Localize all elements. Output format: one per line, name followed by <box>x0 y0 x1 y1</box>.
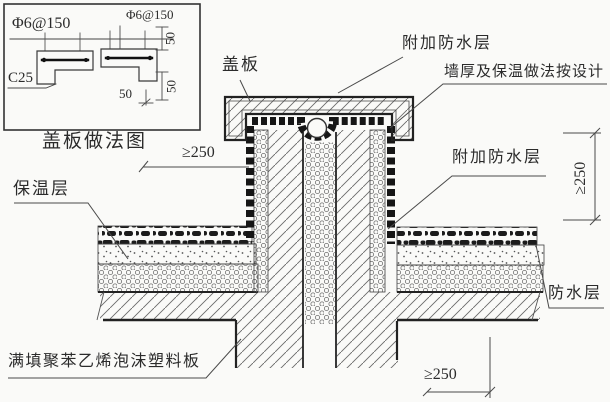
slab-left <box>100 292 303 320</box>
dim-left-text: ≥250 <box>182 144 215 161</box>
dim-bottom-text: ≥250 <box>424 366 457 383</box>
insulation-label: 保温层 <box>13 179 70 198</box>
slab-break-edge-left <box>96 291 105 321</box>
cover-section-right <box>100 48 158 82</box>
beam-right <box>337 320 398 368</box>
foam-fill-label: 满填聚苯乙烯泡沫塑料板 <box>8 353 201 370</box>
sealant-backer-rod <box>306 117 328 139</box>
inset-rebar-label-right: Φ6@150 <box>126 7 174 22</box>
joint-walls <box>234 130 399 368</box>
concrete-grade-label: C25 <box>8 70 34 86</box>
slab-right <box>337 292 540 320</box>
dim-right-vertical-text: ≥250 <box>571 161 589 195</box>
screed-layer-right <box>396 244 545 266</box>
leader-cover-plate <box>239 79 251 102</box>
inset-caption: 盖板做法图 <box>42 131 148 152</box>
wall-insulation <box>253 129 386 293</box>
joint-foam-fill <box>305 142 335 324</box>
parapet-wall-left <box>268 130 303 292</box>
added-waterproof-right-label: 附加防水层 <box>452 149 543 166</box>
dim-left-tick <box>138 160 149 173</box>
inset-leaders <box>7 25 121 89</box>
inset-dim-bottom-right: 50 <box>163 79 179 93</box>
waterproof-membrane-left <box>97 225 253 245</box>
wall-insulation-left <box>253 129 269 293</box>
inset-cover-plate-detail <box>3 3 201 131</box>
wall-note-label: 墙厚及保温做法按设计 <box>444 64 605 80</box>
wall-membranes <box>246 126 395 244</box>
leader-wall-note <box>389 83 607 129</box>
leader-waterproof <box>535 244 604 309</box>
insulation-layer-left <box>97 263 259 293</box>
inset-dim-top-right: 50 <box>162 31 178 45</box>
leader-foam-fill <box>8 338 242 379</box>
inset-dimension-marks <box>138 26 169 107</box>
leader-insulation <box>14 202 129 260</box>
dimension-lines <box>138 127 601 398</box>
leader-added-waterproof-top <box>337 56 404 94</box>
roof-layers-left <box>96 225 303 322</box>
wall-insulation-right <box>369 129 386 293</box>
inset-rebar-label-left: Φ6@150 <box>12 15 71 32</box>
rebar-bars <box>40 55 154 63</box>
inset-dim-bottom-mid: 50 <box>119 86 132 101</box>
cover-plate-label: 盖板 <box>222 55 260 74</box>
waterproof-membrane-right <box>396 226 538 246</box>
waterproof-label: 防水层 <box>548 285 603 302</box>
roof-layers-right <box>337 226 545 322</box>
added-waterproof-top-label: 附加防水层 <box>402 35 493 52</box>
leader-lines <box>8 56 607 379</box>
beam-left <box>235 320 303 368</box>
screed-layer-left <box>97 243 257 265</box>
cover-section-left <box>36 50 94 85</box>
inset-border <box>3 3 201 131</box>
leader-added-waterproof-right <box>387 175 546 230</box>
cover-plate-section <box>223 95 415 142</box>
slab-break-edge-right <box>531 291 541 321</box>
insulation-layer-right <box>396 264 544 293</box>
parapet-wall-right <box>337 130 370 292</box>
